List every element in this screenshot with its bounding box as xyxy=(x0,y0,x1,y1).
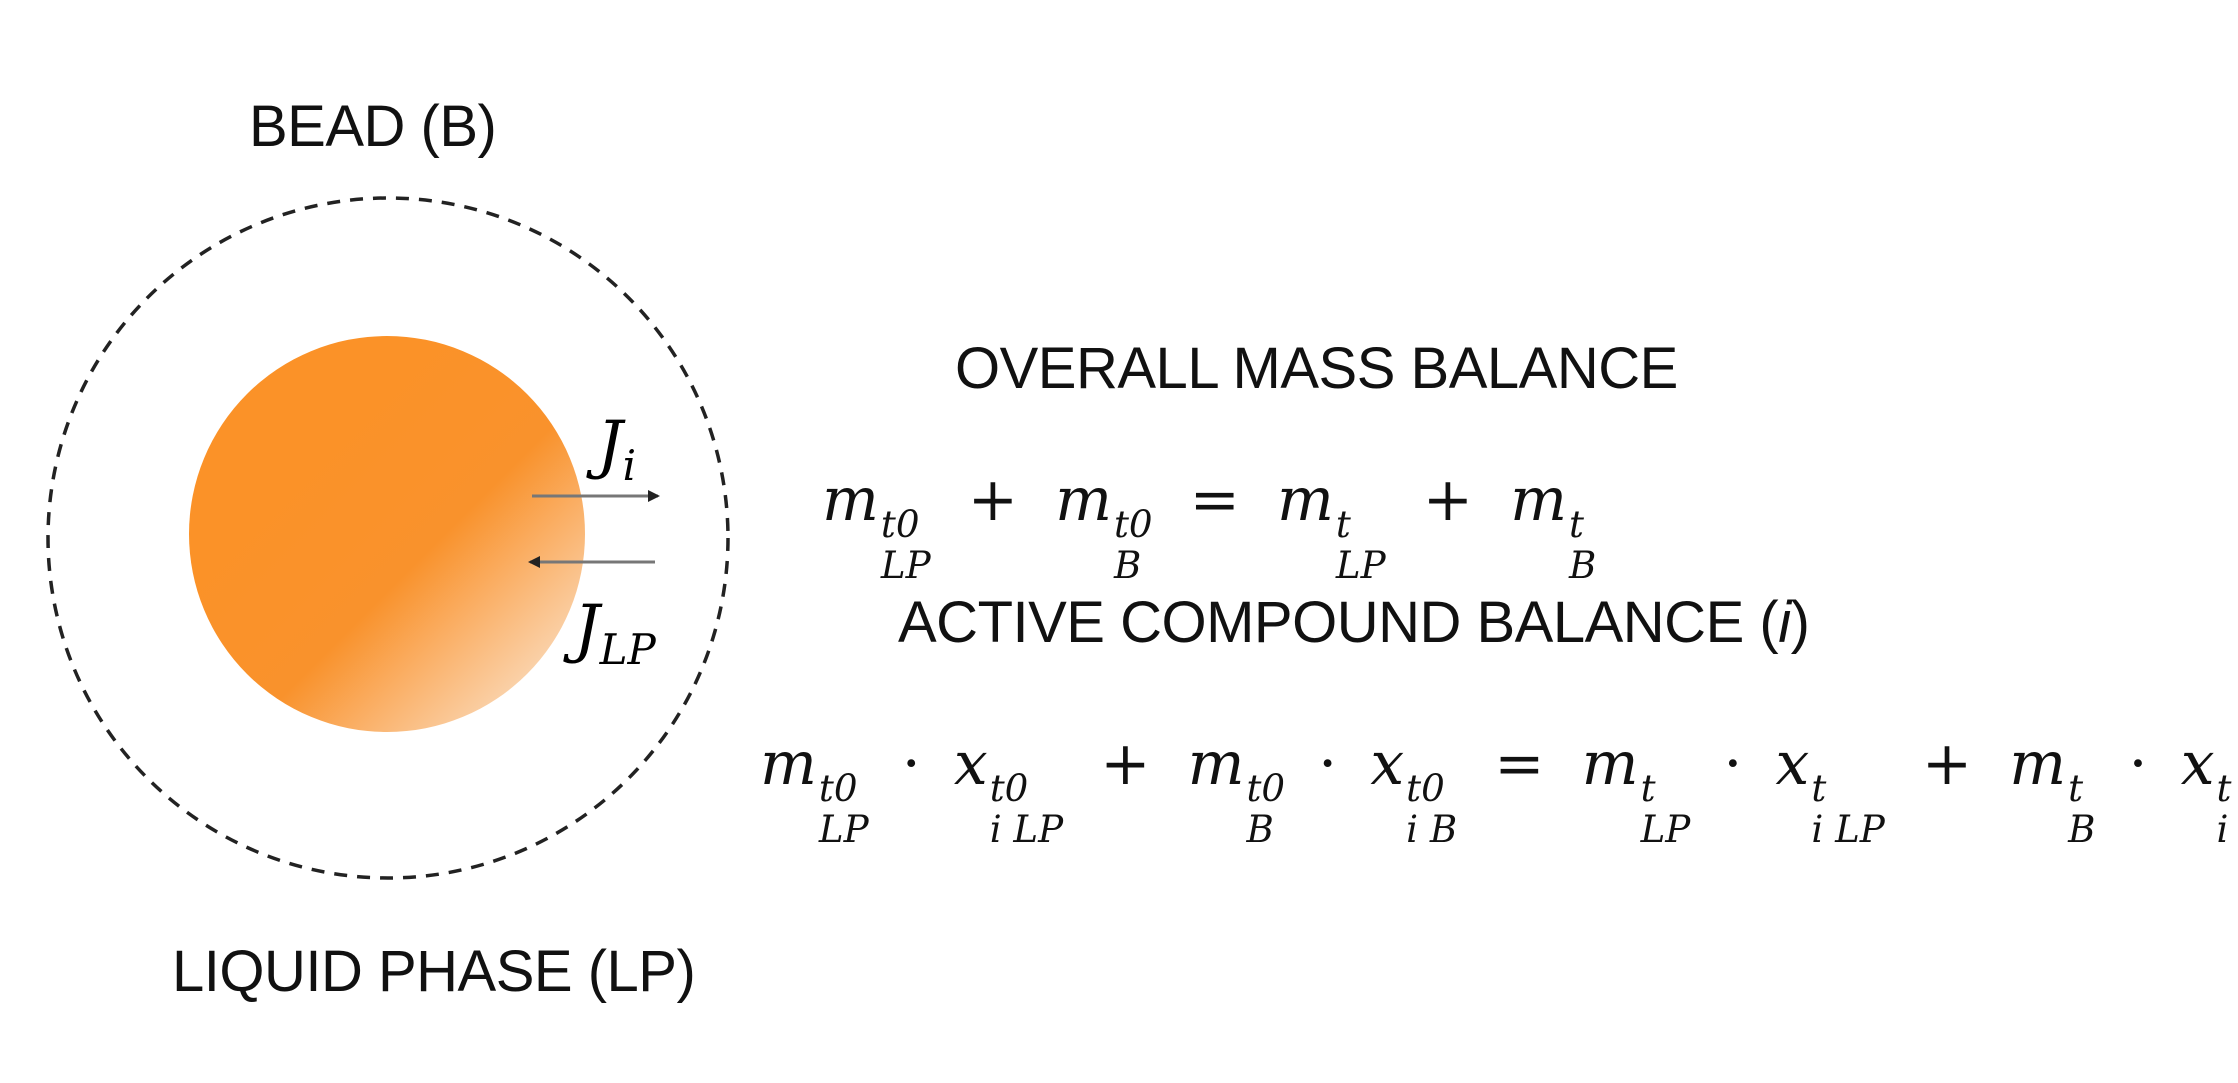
dot-operator: · xyxy=(2128,729,2148,799)
flux-out-label: Ji xyxy=(586,408,636,490)
overall-mass-balance-title: OVERALL MASS BALANCE xyxy=(955,336,1678,401)
plus-operator: + xyxy=(1422,465,1473,535)
bead-label: BEAD (B) xyxy=(249,94,497,159)
equals-operator: = xyxy=(1189,465,1240,535)
liquid-phase-boundary xyxy=(46,196,730,880)
flux-in-label: JLP xyxy=(563,592,657,674)
equals-operator: = xyxy=(1494,729,1545,799)
liquid-phase-label: LIQUID PHASE (LP) xyxy=(172,939,696,1004)
dot-operator: · xyxy=(901,729,921,799)
active-compound-balance-title: ACTIVE COMPOUND BALANCE (i) xyxy=(898,590,1810,655)
dot-operator: · xyxy=(1318,729,1338,799)
plus-operator: + xyxy=(967,465,1018,535)
bead-circle xyxy=(189,336,585,732)
active-rhs-x-2: xti B xyxy=(2180,729,2238,851)
plus-operator: + xyxy=(1100,729,1151,799)
plus-operator: + xyxy=(1921,729,1973,799)
dot-operator: · xyxy=(1723,729,1743,799)
